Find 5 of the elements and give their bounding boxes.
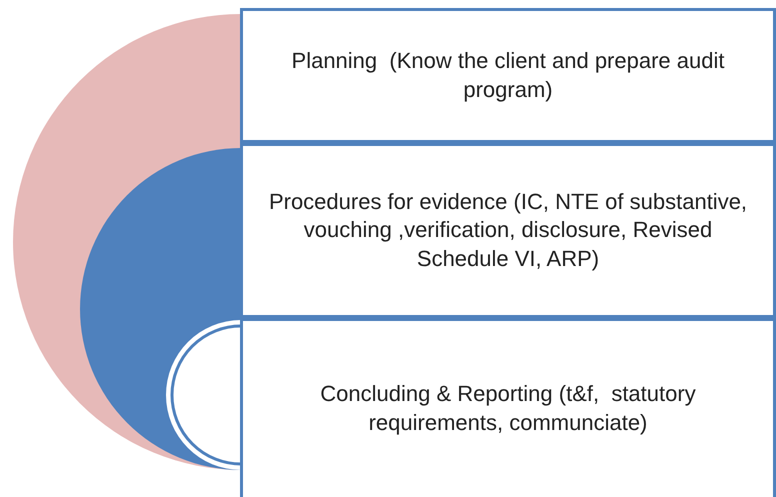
step-box: [240, 8, 776, 143]
step-text: Planning (Know the client and prepare audit program): [290, 46, 726, 104]
step-box: [240, 143, 776, 318]
step-text: Procedures for evidence (IC, NTE of substantive, vouching ,verification, disclosure, Revised Schedule VI, ARP): [268, 188, 748, 273]
step-text: Concluding & Reporting (t&f, statutory requirements, communciate): [319, 380, 697, 437]
